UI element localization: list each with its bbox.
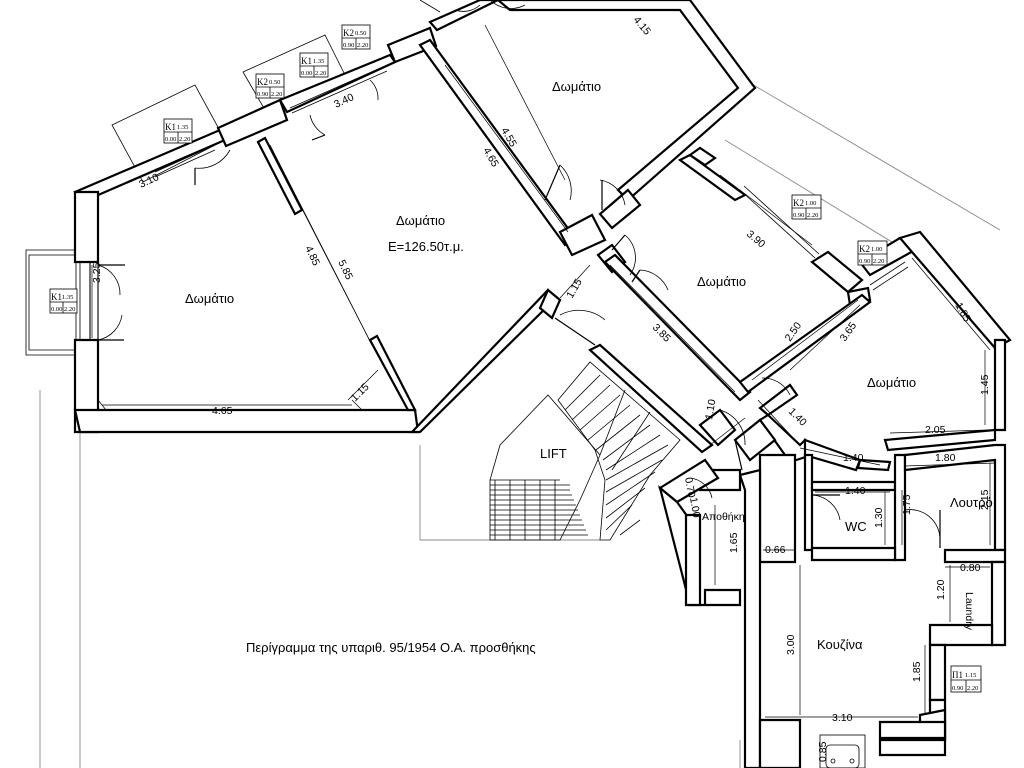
staircase <box>489 361 681 541</box>
svg-text:0.90: 0.90 <box>952 685 963 692</box>
dim-label: 0.66 <box>765 544 786 556</box>
svg-text:2.20: 2.20 <box>271 91 282 98</box>
room-mid-right-label: Δωμάτιο <box>697 274 746 289</box>
svg-text:K2: K2 <box>793 198 804 208</box>
svg-text:K1: K1 <box>301 56 312 66</box>
laundry-label: Laundry <box>963 592 975 631</box>
dim-label: 4.85 <box>302 244 322 268</box>
svg-text:1.35: 1.35 <box>313 58 324 65</box>
outline-note-label: Περίγραμμα της υπαριθ. 95/1954 Ο.Α. προσ… <box>246 640 536 655</box>
dim-label: 1.40 <box>845 485 866 497</box>
opening-tag: K2 0.50 0.90 2.20 <box>255 73 285 99</box>
dim-label: 1.75 <box>901 494 913 515</box>
svg-text:Π1: Π1 <box>952 670 963 680</box>
opening-tag: K1 1.35 0.00 2.20 <box>163 118 193 144</box>
room-area-label: Ε=126.50τ.μ. <box>388 239 464 254</box>
dim-label: 4.65 <box>212 405 233 417</box>
dimension-lines <box>91 24 996 718</box>
dim-label: 1.85 <box>911 661 923 682</box>
opening-tag: K2 1.00 0.90 2.20 <box>791 194 822 220</box>
opening-tag: K2 1.00 0.90 2.20 <box>857 240 888 266</box>
dim-label: 4.15 <box>631 14 653 37</box>
windows <box>154 65 909 291</box>
svg-text:K2: K2 <box>859 244 870 254</box>
dim-label: 3.90 <box>744 228 767 250</box>
room-top-label: Δωμάτιο <box>552 79 601 94</box>
svg-text:2.20: 2.20 <box>807 212 818 219</box>
svg-text:K1: K1 <box>165 122 176 132</box>
svg-text:2.20: 2.20 <box>315 70 326 77</box>
dim-label: 1.80 <box>935 452 956 464</box>
dim-label: 2.15 <box>979 489 991 510</box>
svg-text:0.00: 0.00 <box>51 306 62 313</box>
svg-text:K2: K2 <box>343 28 354 38</box>
svg-text:0.00: 0.00 <box>301 70 312 77</box>
room-left-label: Δωμάτιο <box>185 291 234 306</box>
svg-text:2.20: 2.20 <box>64 306 75 313</box>
dim-label: 1.15 <box>349 381 372 404</box>
opening-tag: Π1 1.15 0.90 2.20 <box>950 665 982 693</box>
dim-label: 1.45 <box>979 374 991 395</box>
doors <box>97 0 941 548</box>
svg-text:1.00: 1.00 <box>871 246 882 253</box>
opening-tag: K2 0.50 0.90 2.20 <box>341 24 371 50</box>
dim-label: 1.15 <box>564 277 585 301</box>
bath-label: Λουτρό <box>950 495 993 510</box>
svg-text:2.20: 2.20 <box>357 42 368 49</box>
walls <box>73 0 1012 768</box>
sink <box>819 734 866 768</box>
svg-text:1.15: 1.15 <box>965 672 976 679</box>
svg-text:0.90: 0.90 <box>343 42 354 49</box>
dim-label: 1.40 <box>786 406 809 429</box>
dim-label: 2.05 <box>925 424 946 436</box>
dim-label: 3.10 <box>832 712 853 724</box>
dim-label: 3.00 <box>785 634 797 655</box>
dim-label: 1.65 <box>728 532 740 553</box>
svg-text:1.35: 1.35 <box>177 124 188 131</box>
kitchen-label: Κουζίνα <box>817 637 863 652</box>
svg-text:0.90: 0.90 <box>859 258 870 265</box>
svg-text:2.20: 2.20 <box>967 685 978 692</box>
dim-label: 1.10 <box>703 398 718 420</box>
svg-text:1.00: 1.00 <box>805 200 816 207</box>
opening-tag: K1 1.35 0.00 2.20 <box>49 288 78 314</box>
svg-text:K2: K2 <box>257 77 268 87</box>
svg-text:0.50: 0.50 <box>355 30 366 37</box>
dim-label: 0.70 <box>682 476 697 498</box>
svg-text:K1: K1 <box>51 292 62 302</box>
room-labels: Δωμάτιο Δωμάτιο Ε=126.50τ.μ. Δωμάτιο Δωμ… <box>185 79 993 655</box>
svg-text:0.00: 0.00 <box>165 136 176 143</box>
svg-text:0.50: 0.50 <box>269 79 280 86</box>
dim-label: 1.40 <box>843 452 864 464</box>
dim-label: 1.00 <box>687 496 702 518</box>
dimension-labels: 4.15 4.55 4.65 3.40 3.10 4.85 5.85 3.25 … <box>91 14 991 762</box>
dim-label: 3.25 <box>91 262 103 283</box>
opening-tag: K1 1.35 0.00 2.20 <box>299 52 329 78</box>
dim-label: 0.85 <box>817 741 829 762</box>
room-right-label: Δωμάτιο <box>867 375 916 390</box>
svg-text:2.20: 2.20 <box>873 258 884 265</box>
wc-label: WC <box>845 519 867 534</box>
lift-label: LIFT <box>540 446 567 461</box>
storage-label: Αποθήκη <box>702 511 745 523</box>
svg-text:2.20: 2.20 <box>179 136 190 143</box>
opening-tags: K1 1.35 0.00 2.20 K1 1.35 0.00 2.20 K2 0… <box>49 24 982 693</box>
svg-text:1.35: 1.35 <box>62 294 73 301</box>
svg-text:0.90: 0.90 <box>257 91 268 98</box>
dim-label: 1.20 <box>935 579 947 600</box>
svg-text:0.90: 0.90 <box>793 212 804 219</box>
dim-label: 0.80 <box>960 562 981 574</box>
dim-label: 1.30 <box>873 507 885 528</box>
room-center-label: Δωμάτιο <box>396 213 445 228</box>
